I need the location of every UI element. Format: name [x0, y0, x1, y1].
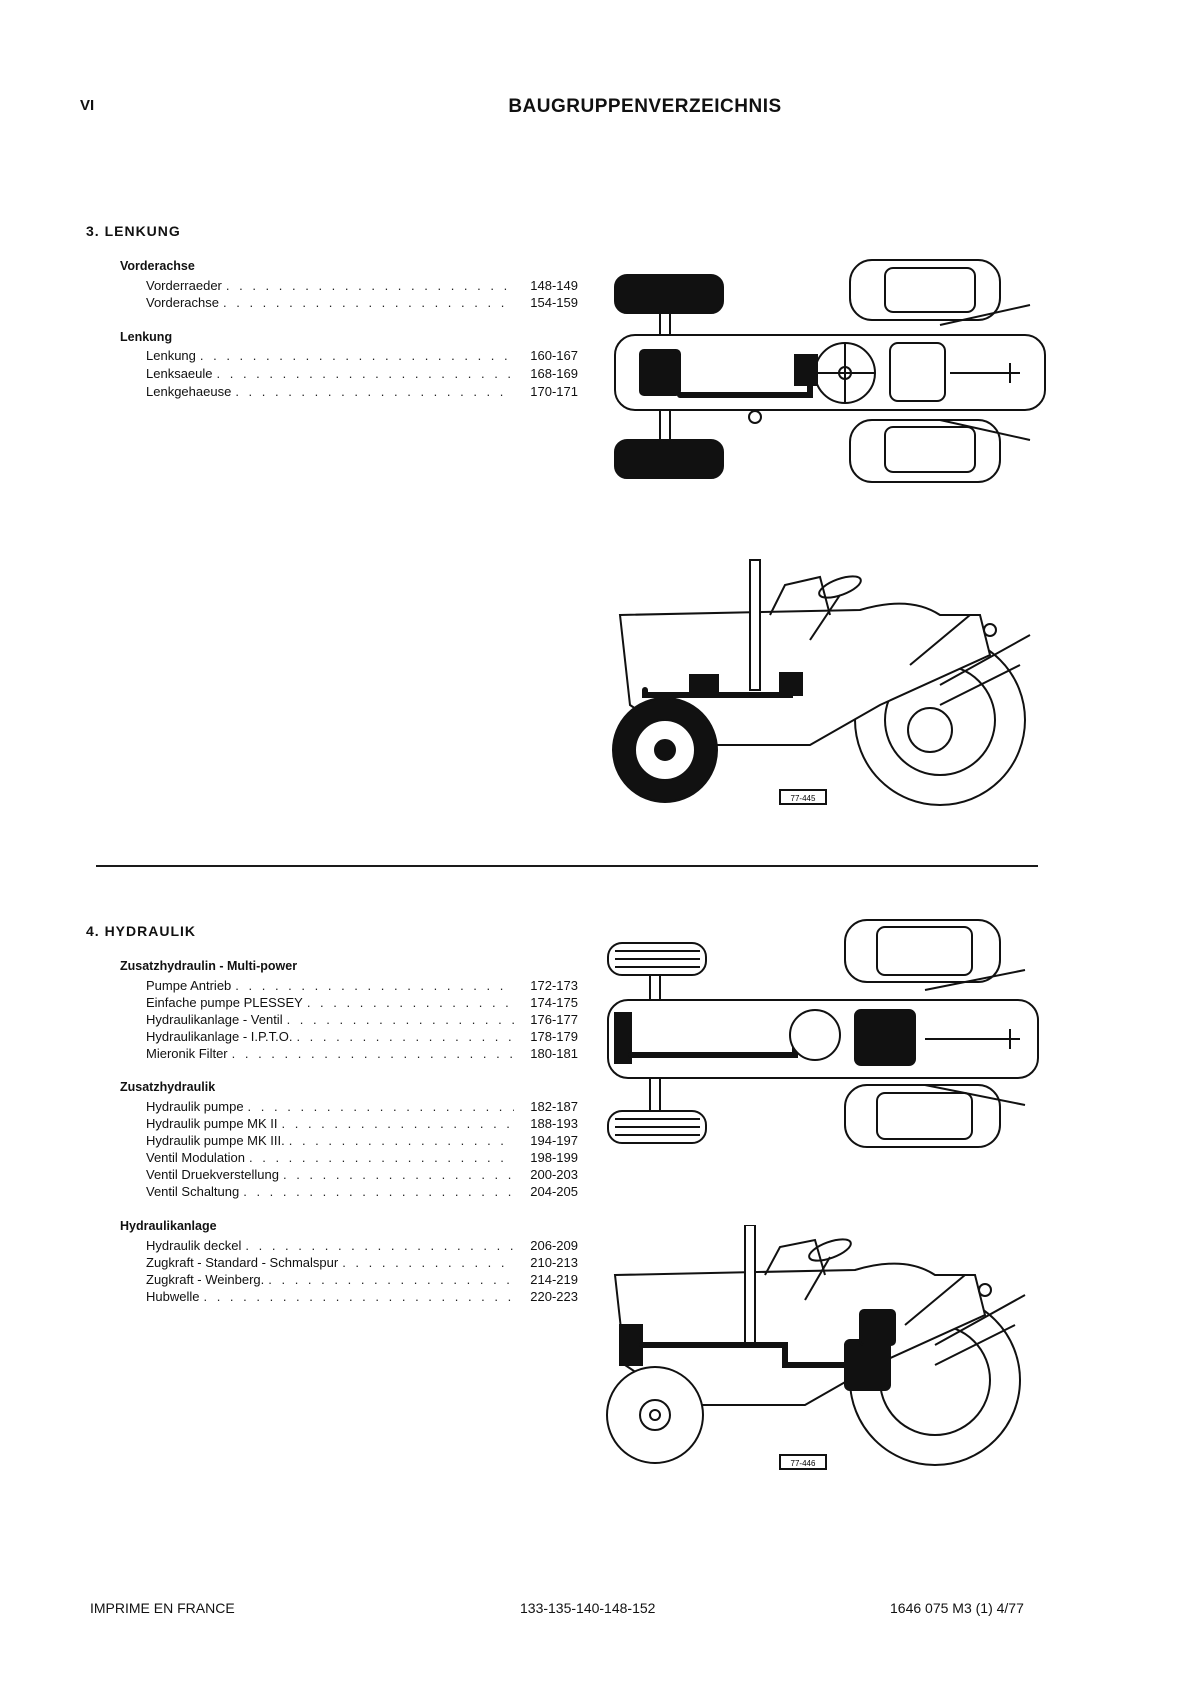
index-pages: 188-193: [530, 1116, 578, 1131]
index-row: Hydraulik pumpe MK III. 194-197: [146, 1133, 578, 1150]
leader-dots: [289, 1133, 514, 1148]
index-pages: 210-213: [530, 1255, 578, 1270]
page-title: BAUGRUPPENVERZEICHNIS: [508, 96, 782, 117]
index-pages: 182-187: [530, 1099, 578, 1114]
tractor-top-view-steering: [614, 259, 1046, 483]
index-label: Hydraulik pumpe MK III.: [146, 1133, 285, 1148]
index-row: Hydraulik pumpe MK II 188-193: [146, 1116, 578, 1133]
index-pages: 174-175: [530, 995, 578, 1010]
index-label: Einfache pumpe PLESSEY: [146, 995, 303, 1010]
index-pages: 170-171: [530, 384, 578, 399]
index-label: Hydraulik pumpe: [146, 1099, 244, 1114]
leader-dots: [342, 1255, 514, 1270]
index-row: Ventil Schaltung 204-205: [146, 1184, 578, 1201]
tractor-side-view-hydraulics: 77-446: [606, 1225, 1026, 1470]
footer-left: IMPRIME EN FRANCE: [90, 1600, 235, 1616]
leader-dots: [287, 1012, 514, 1027]
index-pages: 154-159: [530, 295, 578, 310]
figure-label: 77-446: [791, 1459, 816, 1468]
index-pages: 220-223: [530, 1289, 578, 1304]
group-heading: Zusatzhydraulik: [120, 1080, 216, 1094]
index-label: Vorderraeder: [146, 278, 222, 293]
footer-center: 133-135-140-148-152: [520, 1600, 656, 1616]
index-label: Hubwelle: [146, 1289, 200, 1304]
figure-label: 77-445: [791, 794, 816, 803]
index-row: Lenksaeule 168-169: [146, 366, 578, 383]
index-label: Lenksaeule: [146, 366, 213, 381]
index-pages: 180-181: [530, 1046, 578, 1061]
index-row: Hydraulik deckel 206-209: [146, 1238, 578, 1255]
leader-dots: [248, 1099, 514, 1114]
leader-dots: [307, 995, 514, 1010]
index-pages: 198-199: [530, 1150, 578, 1165]
index-row: Lenkung 160-167: [146, 348, 578, 365]
index-label: Vorderachse: [146, 295, 219, 310]
index-label: Hydraulik deckel: [146, 1238, 242, 1253]
index-row: Hydraulik pumpe 182-187: [146, 1099, 578, 1116]
index-row: Zugkraft - Standard - Schmalspur 210-213: [146, 1255, 578, 1272]
leader-dots: [282, 1116, 515, 1131]
index-pages: 160-167: [530, 348, 578, 363]
index-label: Ventil Schaltung: [146, 1184, 240, 1199]
leader-dots: [245, 1238, 514, 1253]
index-row: Vorderraeder 148-149: [146, 278, 578, 295]
leader-dots: [296, 1029, 514, 1044]
index-label: Pumpe Antrieb: [146, 978, 232, 993]
index-row: Ventil Modulation 198-199: [146, 1150, 578, 1167]
group-heading: Vorderachse: [120, 259, 195, 273]
index-row: Hubwelle 220-223: [146, 1289, 578, 1306]
index-row: Mieronik Filter 180-181: [146, 1046, 578, 1063]
index-label: Hydraulik pumpe MK II: [146, 1116, 278, 1131]
leader-dots: [235, 384, 514, 399]
index-label: Ventil Modulation: [146, 1150, 246, 1165]
index-pages: 194-197: [530, 1133, 578, 1148]
index-pages: 178-179: [530, 1029, 578, 1044]
index-row: Einfache pumpe PLESSEY 174-175: [146, 995, 578, 1012]
index-row: Hydraulikanlage - Ventil 176-177: [146, 1012, 578, 1029]
index-pages: 168-169: [530, 366, 578, 381]
index-pages: 148-149: [530, 278, 578, 293]
tractor-top-view-hydraulics: [607, 919, 1039, 1148]
index-row: Pumpe Antrieb 172-173: [146, 978, 578, 995]
leader-dots: [223, 295, 514, 310]
leader-dots: [249, 1150, 514, 1165]
index-pages: 214-219: [530, 1272, 578, 1287]
tractor-side-view-steering: 77-445: [612, 559, 1031, 806]
leader-dots: [217, 366, 515, 381]
leader-dots: [243, 1184, 514, 1199]
leader-dots: [283, 1167, 514, 1182]
group-heading: Hydraulikanlage: [120, 1219, 217, 1233]
leader-dots: [226, 278, 514, 293]
index-pages: 176-177: [530, 1012, 578, 1027]
group-heading: Zusatzhydraulin - Multi-power: [120, 959, 298, 973]
index-pages: 204-205: [530, 1184, 578, 1199]
footer-right: 1646 075 M3 (1) 4/77: [890, 1600, 1024, 1616]
index-label: Lenkgehaeuse: [146, 384, 232, 399]
index-label: Ventil Druekverstellung: [146, 1167, 279, 1182]
index-pages: 172-173: [530, 978, 578, 993]
leader-dots: [232, 1046, 514, 1061]
index-row: Ventil Druekverstellung 200-203: [146, 1167, 578, 1184]
index-label: Zugkraft - Standard - Schmalspur: [146, 1255, 339, 1270]
group-heading: Lenkung: [120, 330, 173, 344]
leader-dots: [235, 978, 514, 993]
section-heading-lenkung: 3. LENKUNG: [86, 223, 181, 239]
index-row: Zugkraft - Weinberg. 214-219: [146, 1272, 578, 1289]
index-pages: 206-209: [530, 1238, 578, 1253]
leader-dots: [203, 1289, 514, 1304]
index-label: Mieronik Filter: [146, 1046, 228, 1061]
index-row: Hydraulikanlage - I.P.T.O. 178-179: [146, 1029, 578, 1046]
index-label: Hydraulikanlage - Ventil: [146, 1012, 283, 1027]
leader-dots: [268, 1272, 514, 1287]
index-label: Zugkraft - Weinberg.: [146, 1272, 265, 1287]
index-row: Vorderachse 154-159: [146, 295, 578, 312]
index-label: Hydraulikanlage - I.P.T.O.: [146, 1029, 293, 1044]
section-divider: [96, 865, 1038, 867]
index-label: Lenkung: [146, 348, 196, 363]
index-pages: 200-203: [530, 1167, 578, 1182]
page-number: VI: [80, 97, 95, 114]
index-row: Lenkgehaeuse 170-171: [146, 384, 578, 401]
section-heading-hydraulik: 4. HYDRAULIK: [86, 923, 197, 939]
leader-dots: [200, 348, 514, 363]
